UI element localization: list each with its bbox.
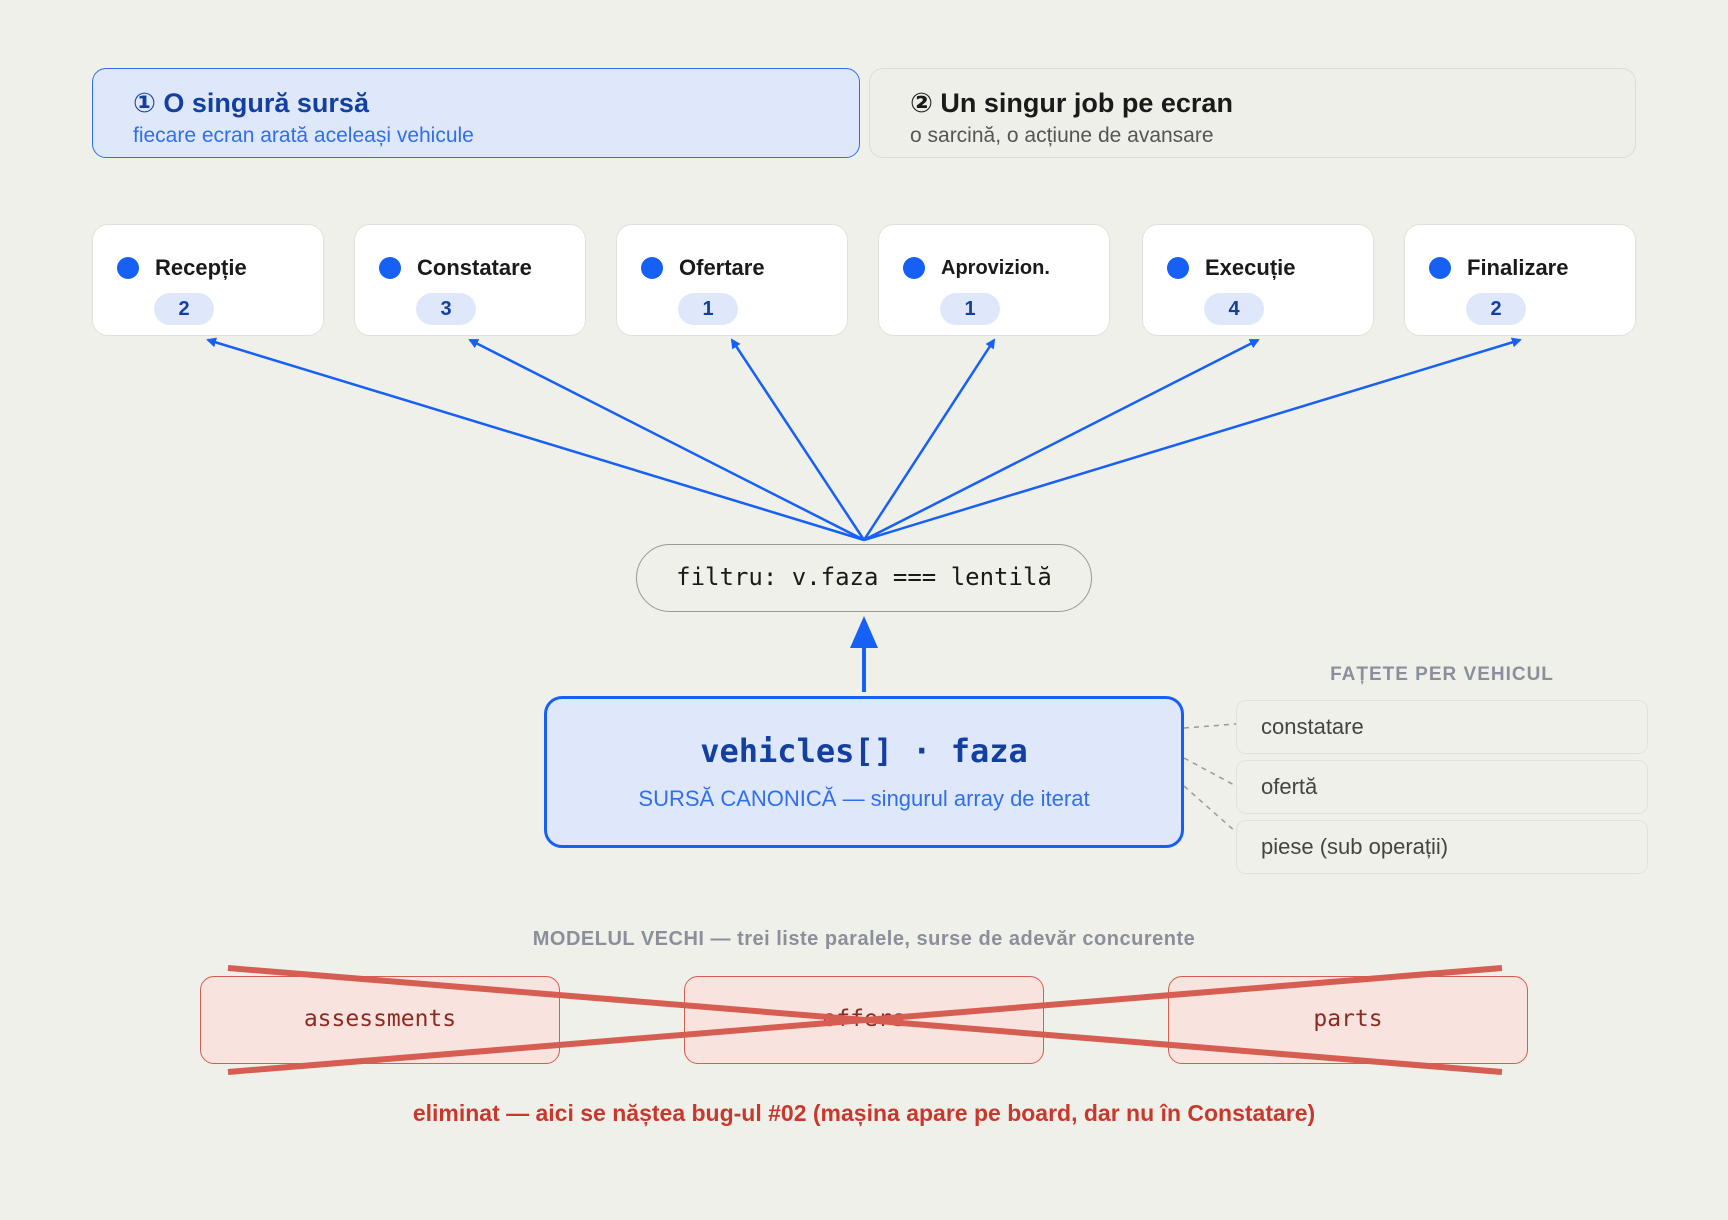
- facet-item: ofertă: [1236, 760, 1648, 814]
- principle-title: ① O singură sursă: [133, 88, 369, 118]
- phase-card-finalizare: Finalizare 2: [1404, 224, 1636, 336]
- principle-subtitle: fiecare ecran arată aceleași vehicule: [133, 124, 474, 147]
- phase-card-aprovizionare: Aprovizion. 1: [878, 224, 1110, 336]
- eliminated-note: eliminat — aici se năștea bug-ul #02 (ma…: [412, 1100, 1316, 1126]
- phase-count-badge: 3: [416, 293, 476, 325]
- principle-single-job: ② Un singur job pe ecran o sarcină, o ac…: [869, 68, 1636, 158]
- fan-arrow: [468, 338, 865, 542]
- phase-name: Finalizare: [1467, 255, 1569, 280]
- source-to-filter-arrow: [850, 616, 878, 692]
- phase-name: Execuție: [1205, 255, 1296, 280]
- phase-name: Aprovizion.: [941, 257, 1050, 279]
- principle-title: ② Un singur job pe ecran: [910, 88, 1233, 118]
- phase-name: Constatare: [417, 255, 532, 280]
- phase-name: Ofertare: [679, 255, 765, 280]
- fan-arrow: [863, 338, 1260, 542]
- facet-item: constatare: [1236, 700, 1648, 754]
- fan-arrow: [206, 337, 865, 542]
- phase-count-badge: 4: [1204, 293, 1264, 325]
- facet-item: piese (sub operații): [1236, 820, 1648, 874]
- principle-single-source: ① O singură sursă fiecare ecran arată ac…: [92, 68, 860, 158]
- fan-arrow: [863, 337, 1522, 542]
- principle-subtitle: o sarcină, o acțiune de avansare: [910, 124, 1214, 147]
- status-dot-icon: [1167, 257, 1189, 279]
- filter-pill: filtru: v.faza === lentilă: [636, 544, 1092, 612]
- status-dot-icon: [641, 257, 663, 279]
- status-dot-icon: [1429, 257, 1451, 279]
- phase-name: Recepție: [155, 255, 247, 280]
- status-dot-icon: [117, 257, 139, 279]
- old-model-title: MODELUL VECHI — trei liste paralele, sur…: [532, 928, 1196, 950]
- phase-count-badge: 1: [678, 293, 738, 325]
- canonical-source-box: vehicles[] · faza SURSĂ CANONICĂ — singu…: [544, 696, 1184, 848]
- phase-count-badge: 1: [940, 293, 1000, 325]
- status-dot-icon: [379, 257, 401, 279]
- facet-connectors: [1183, 723, 1237, 833]
- phase-card-constatare: Constatare 3: [354, 224, 586, 336]
- phase-card-executie: Execuție 4: [1142, 224, 1374, 336]
- fan-arrow: [862, 338, 996, 541]
- status-dot-icon: [903, 257, 925, 279]
- phase-count-badge: 2: [1466, 293, 1526, 325]
- phase-card-ofertare: Ofertare 1: [616, 224, 848, 336]
- fan-arrow: [730, 338, 866, 541]
- canonical-title: vehicles[] · faza: [700, 732, 1028, 770]
- phase-card-receptie: Recepție 2: [92, 224, 324, 336]
- canonical-subtitle: SURSĂ CANONICĂ — singurul array de itera…: [638, 786, 1090, 811]
- phase-count-badge: 2: [154, 293, 214, 325]
- facets-title: FAȚETE PER VEHICUL: [1330, 664, 1554, 685]
